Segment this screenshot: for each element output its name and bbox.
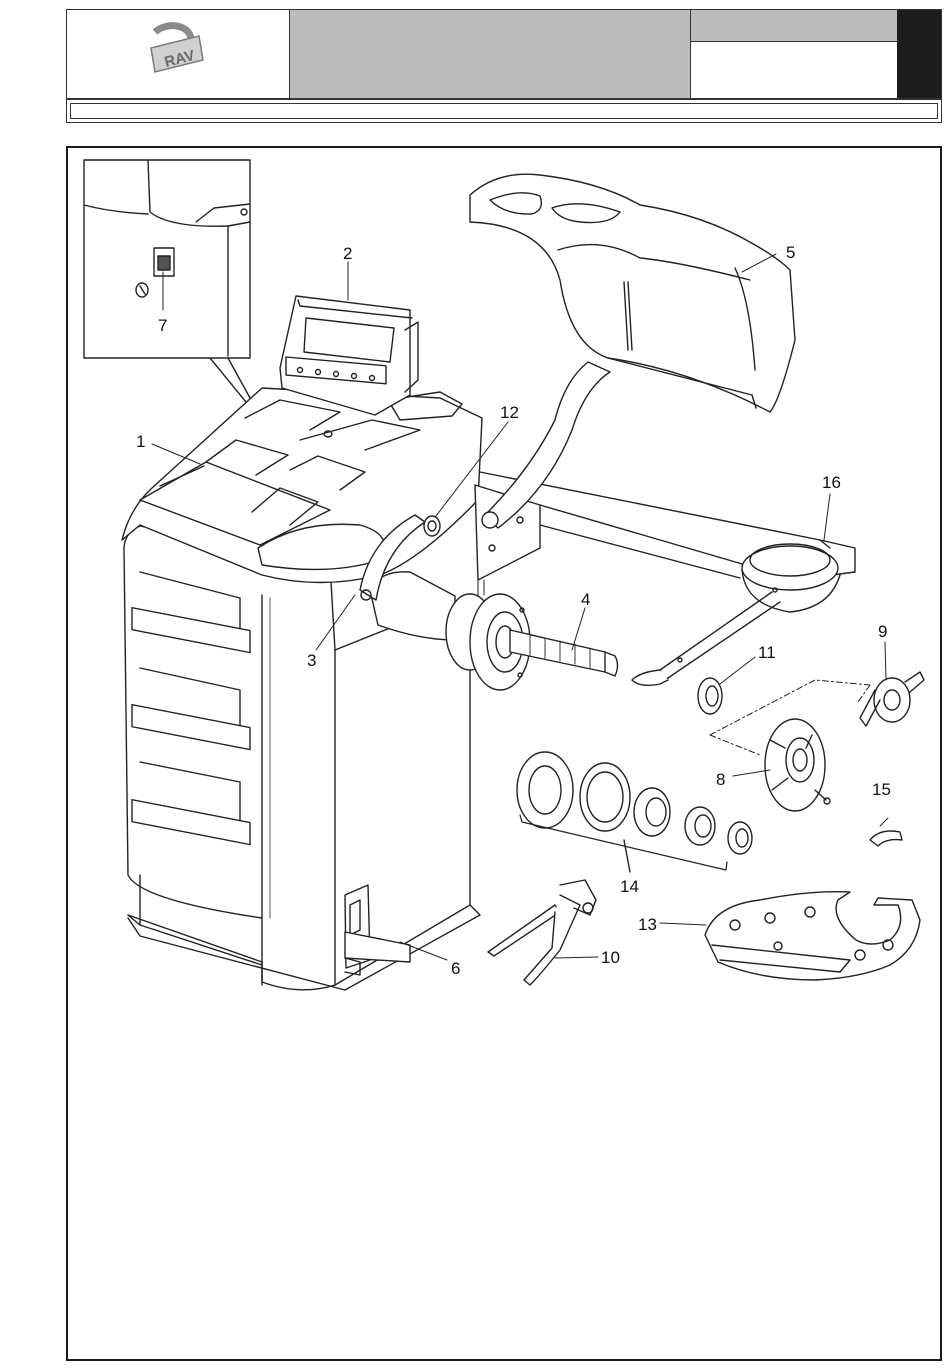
callout-7: 7 xyxy=(158,316,167,335)
machine-cabinet xyxy=(122,388,482,990)
brake-pedal xyxy=(345,932,410,975)
clamping-flange xyxy=(765,719,830,811)
weight-pliers xyxy=(488,880,596,985)
callout-6: 6 xyxy=(451,959,460,978)
distance-gauge-arm xyxy=(632,544,840,685)
callout-3: 3 xyxy=(307,651,316,670)
callout-13: 13 xyxy=(638,915,657,934)
ring-nut xyxy=(698,678,722,714)
callout-11: 11 xyxy=(758,643,776,662)
quick-release-nut xyxy=(860,672,924,726)
callout-2: 2 xyxy=(343,244,352,263)
hub-protection-plate xyxy=(705,892,920,980)
callout-9: 9 xyxy=(878,622,887,641)
callout-5: 5 xyxy=(786,243,795,262)
balancing-weight xyxy=(870,818,902,846)
callout-1: 1 xyxy=(136,432,145,451)
inset-power-switch-detail xyxy=(84,160,250,402)
callout-16: 16 xyxy=(822,473,841,492)
callout-15: 15 xyxy=(872,780,891,799)
callout-8: 8 xyxy=(716,770,725,789)
wheel-guard-hood xyxy=(470,174,795,528)
callout-14: 14 xyxy=(620,877,639,896)
callout-12: 12 xyxy=(500,403,519,422)
callout-10: 10 xyxy=(601,948,620,967)
callout-4: 4 xyxy=(581,590,590,609)
